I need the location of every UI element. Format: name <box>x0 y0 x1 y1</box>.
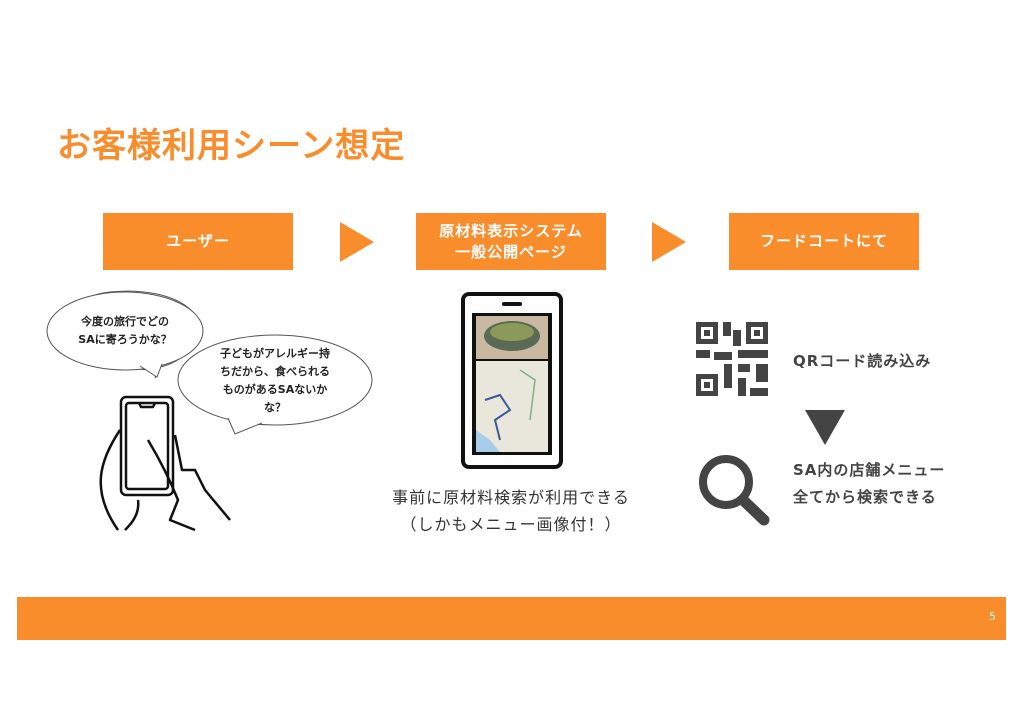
bubble-line: ものがあるSAないか <box>222 383 328 396</box>
arrow-right-icon <box>340 222 374 262</box>
search-text-line: SA内の店舗メニュー <box>793 461 946 479</box>
search-text: SA内の店舗メニュー 全てから検索できる <box>793 457 945 511</box>
caption-line: （しかもメニュー画像付！） <box>400 515 622 534</box>
arrow-right-icon <box>652 222 686 262</box>
qr-code-icon <box>696 322 768 396</box>
step-label: 原材料表示システム <box>439 221 583 240</box>
step-label: フードコートにて <box>759 232 888 250</box>
step-label: ユーザー <box>166 232 230 250</box>
search-text-line: 全てから検索できる <box>793 488 937 506</box>
caption-line: 事前に原材料検索が利用できる <box>392 488 630 507</box>
step-user: ユーザー <box>103 213 293 270</box>
page-number: 5 <box>989 610 996 623</box>
bubble-line: SAに寄ろうかな？ <box>78 333 172 346</box>
footer-bar: 5 <box>17 597 1006 640</box>
step-foodcourt: フードコートにて <box>729 213 919 270</box>
bubble-line: 子どもがアレルギー持 <box>220 347 330 360</box>
bubble-line: 今度の旅行でどの <box>81 315 169 328</box>
speech-bubble-icon <box>177 334 373 435</box>
bubble-line: ちだから、食べられる <box>220 365 330 378</box>
bubble-text-2: 子どもがアレルギー持 ちだから、食べられる ものがあるSAないか な？ <box>195 345 355 417</box>
smartphone-screenshot-icon <box>461 292 563 469</box>
arrow-down-icon <box>805 410 845 445</box>
step-system: 原材料表示システム一般公開ページ <box>416 213 606 270</box>
slide-title: お客様利用シーン想定 <box>57 126 406 166</box>
bubble-text-1: 今度の旅行でどの SAに寄ろうかな？ <box>60 313 190 349</box>
bubble-line: な？ <box>264 401 286 414</box>
speech-bubble-icon <box>46 290 204 379</box>
step-label: 一般公開ページ <box>455 242 567 261</box>
search-magnifier-icon <box>699 455 770 526</box>
qr-text: QRコード読み込み <box>793 352 932 370</box>
system-caption: 事前に原材料検索が利用できる （しかもメニュー画像付！） <box>361 484 661 538</box>
hand-phone-icon <box>99 395 231 532</box>
